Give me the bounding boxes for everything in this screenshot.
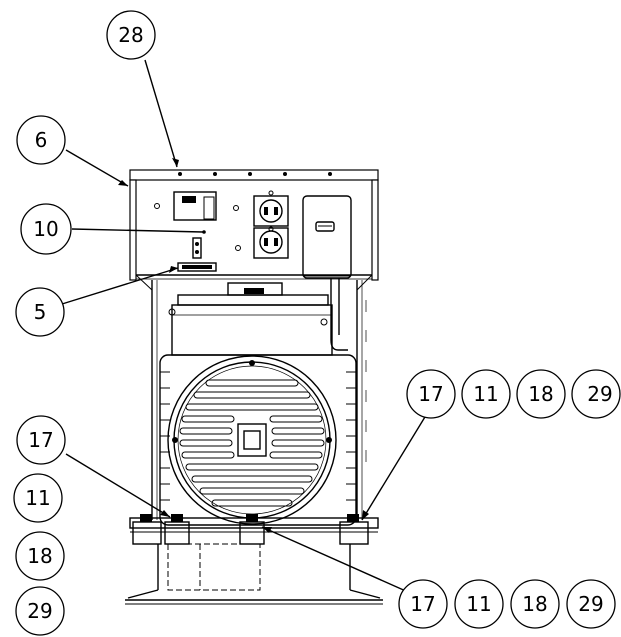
- balloon-5: 5: [15, 287, 65, 337]
- balloon-10: 10: [20, 203, 72, 255]
- motor-housing: [159, 354, 357, 526]
- balloon-11-bottom: 11: [454, 579, 504, 629]
- frame: [135, 274, 373, 520]
- balloon-5-label: 5: [34, 300, 47, 324]
- balloon-29-right-label: 29: [587, 382, 612, 406]
- balloon-11-right-label: 11: [473, 382, 498, 406]
- balloon-18-left: 18: [15, 531, 65, 581]
- panel-fasteners: [154, 203, 241, 251]
- balloon-11-left: 11: [13, 473, 63, 523]
- indicator-light: [192, 237, 202, 259]
- balloon-11-left-label: 11: [25, 486, 50, 510]
- balloon-17-right-label: 17: [418, 382, 443, 406]
- balloon-17-left-label: 17: [28, 428, 53, 452]
- balloon-18-bottom-label: 18: [522, 592, 547, 616]
- balloon-29-left: 29: [15, 586, 65, 636]
- leader-lines: [61, 59, 429, 593]
- receptacle-lower: [253, 227, 289, 259]
- balloon-17-right: 17: [406, 369, 456, 419]
- balloon-18-right: 18: [516, 369, 566, 419]
- balloon-29-left-label: 29: [27, 599, 52, 623]
- receptacle-upper: [253, 190, 289, 232]
- balloon-18-bottom: 18: [510, 579, 560, 629]
- base-mount: [125, 514, 383, 605]
- balloon-6-label: 6: [35, 128, 48, 152]
- balloon-17-bottom-label: 17: [410, 592, 435, 616]
- balloon-17-left: 17: [16, 415, 66, 465]
- motor-top-bracket: [168, 282, 333, 356]
- cord-housing: [302, 195, 352, 351]
- balloon-11-bottom-label: 11: [466, 592, 491, 616]
- balloon-28-label: 28: [118, 23, 143, 47]
- balloon-28: 28: [106, 10, 156, 60]
- balloon-11-right: 11: [461, 369, 511, 419]
- balloon-29-bottom-label: 29: [578, 592, 603, 616]
- balloon-10-label: 10: [33, 217, 58, 241]
- balloon-18-right-label: 18: [528, 382, 553, 406]
- motor-fan-guard: [167, 355, 337, 525]
- balloon-6: 6: [16, 115, 66, 165]
- terminal-strip: [177, 262, 217, 272]
- balloon-18-left-label: 18: [27, 544, 52, 568]
- balloon-29-right: 29: [571, 369, 621, 419]
- balloon-17-bottom: 17: [398, 579, 448, 629]
- balloon-29-bottom: 29: [566, 579, 616, 629]
- breaker-switch: [173, 191, 217, 221]
